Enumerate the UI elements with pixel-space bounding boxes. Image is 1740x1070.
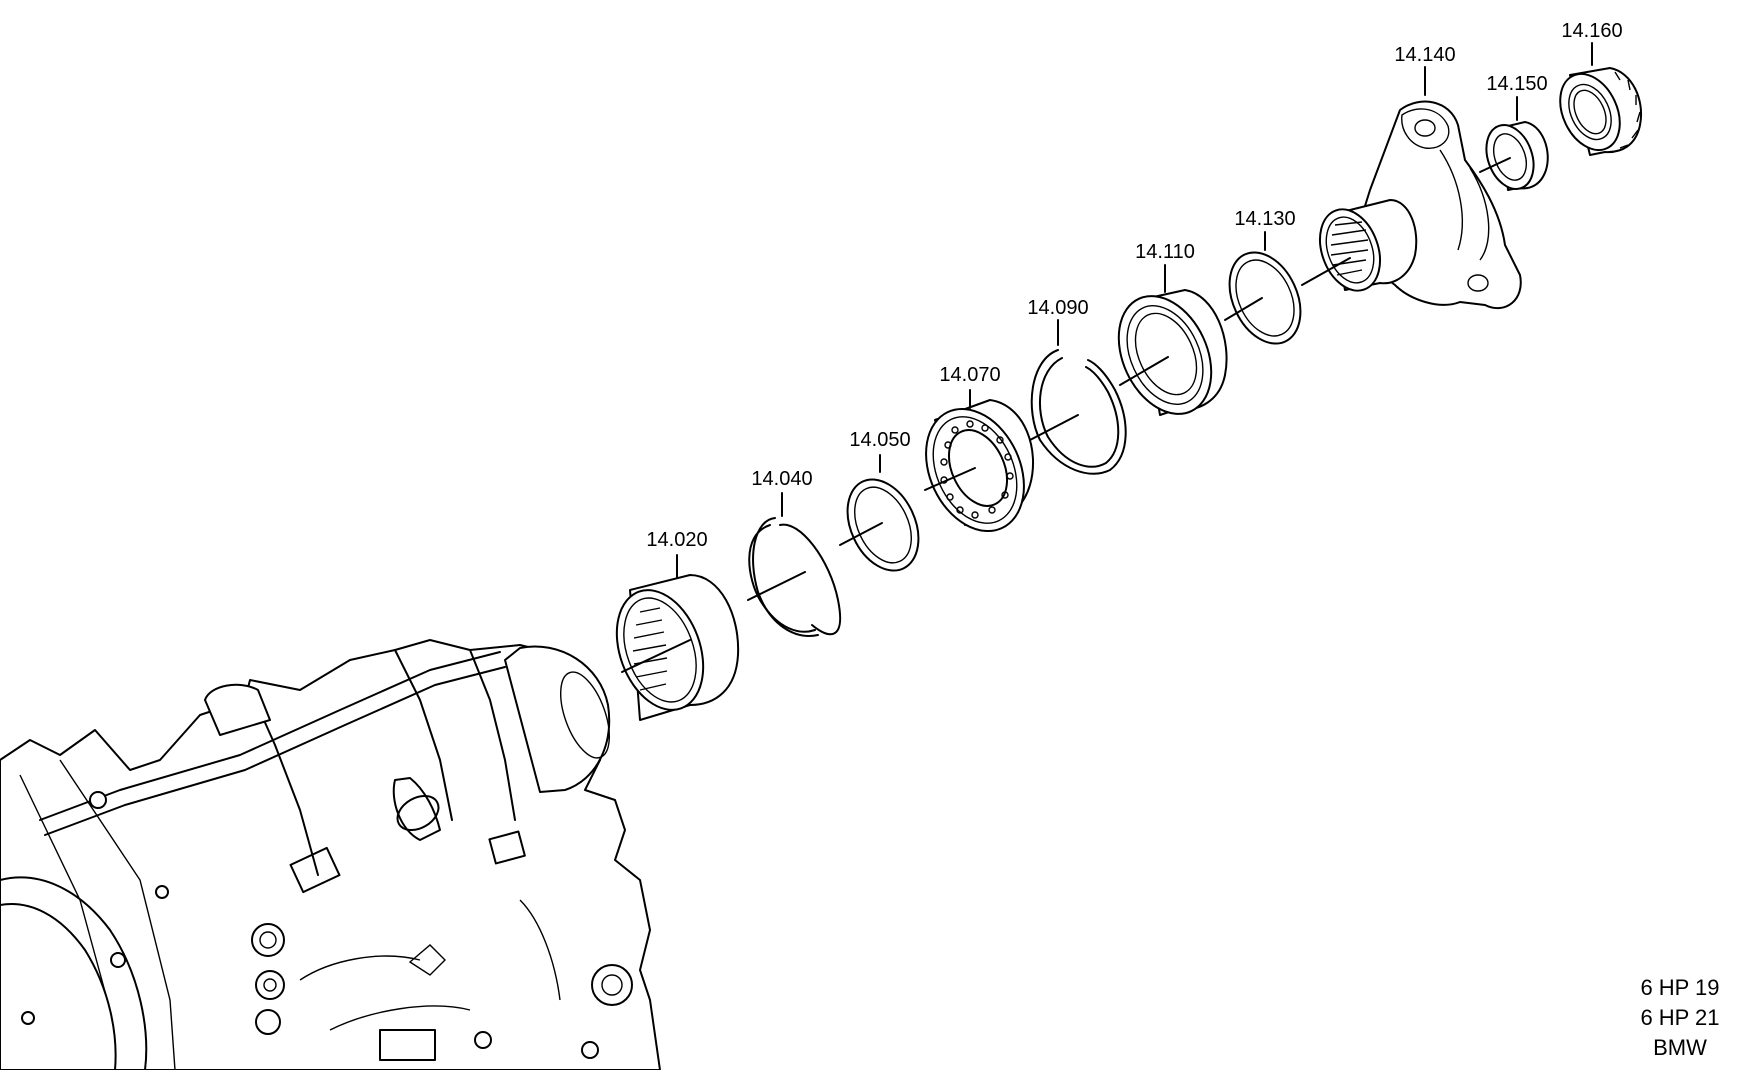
part-14140-output-flange [1301, 100, 1522, 310]
bearing-balls-icon [940, 420, 1014, 519]
spline-teeth-icon [1330, 221, 1369, 276]
label-14130: 14.130 [1234, 208, 1295, 230]
needle-rollers-icon [632, 607, 668, 691]
part-14090-circlip [1029, 349, 1127, 475]
part-14130-ring [1224, 251, 1302, 345]
label-14160: 14.160 [1561, 20, 1622, 42]
label-14020: 14.020 [646, 529, 707, 551]
label-14150: 14.150 [1486, 73, 1547, 95]
label-14090: 14.090 [1027, 297, 1088, 319]
part-14110-seal [1117, 289, 1228, 416]
label-14040: 14.040 [751, 468, 812, 490]
part-14070-ball-bearing [924, 399, 1035, 533]
part-14050-ring [839, 478, 920, 572]
label-14070: 14.070 [939, 364, 1000, 386]
leader-lines [676, 42, 1593, 579]
label-14140: 14.140 [1394, 44, 1455, 66]
model-line-1: 6 HP 19 [1640, 975, 1719, 1000]
model-line-2: 6 HP 21 [1640, 1005, 1719, 1030]
label-14110: 14.110 [1135, 241, 1195, 263]
label-14050: 14.050 [849, 429, 910, 451]
model-info: 6 HP 19 6 HP 21 BMW [1640, 975, 1719, 1060]
transmission-housing [0, 639, 661, 1070]
part-14020-needle-bearing [615, 574, 740, 721]
part-14040-snap-ring [747, 517, 842, 637]
model-line-3: BMW [1653, 1035, 1707, 1060]
part-14160-nut [1559, 67, 1643, 156]
part-14150-seal-ring [1479, 121, 1549, 191]
